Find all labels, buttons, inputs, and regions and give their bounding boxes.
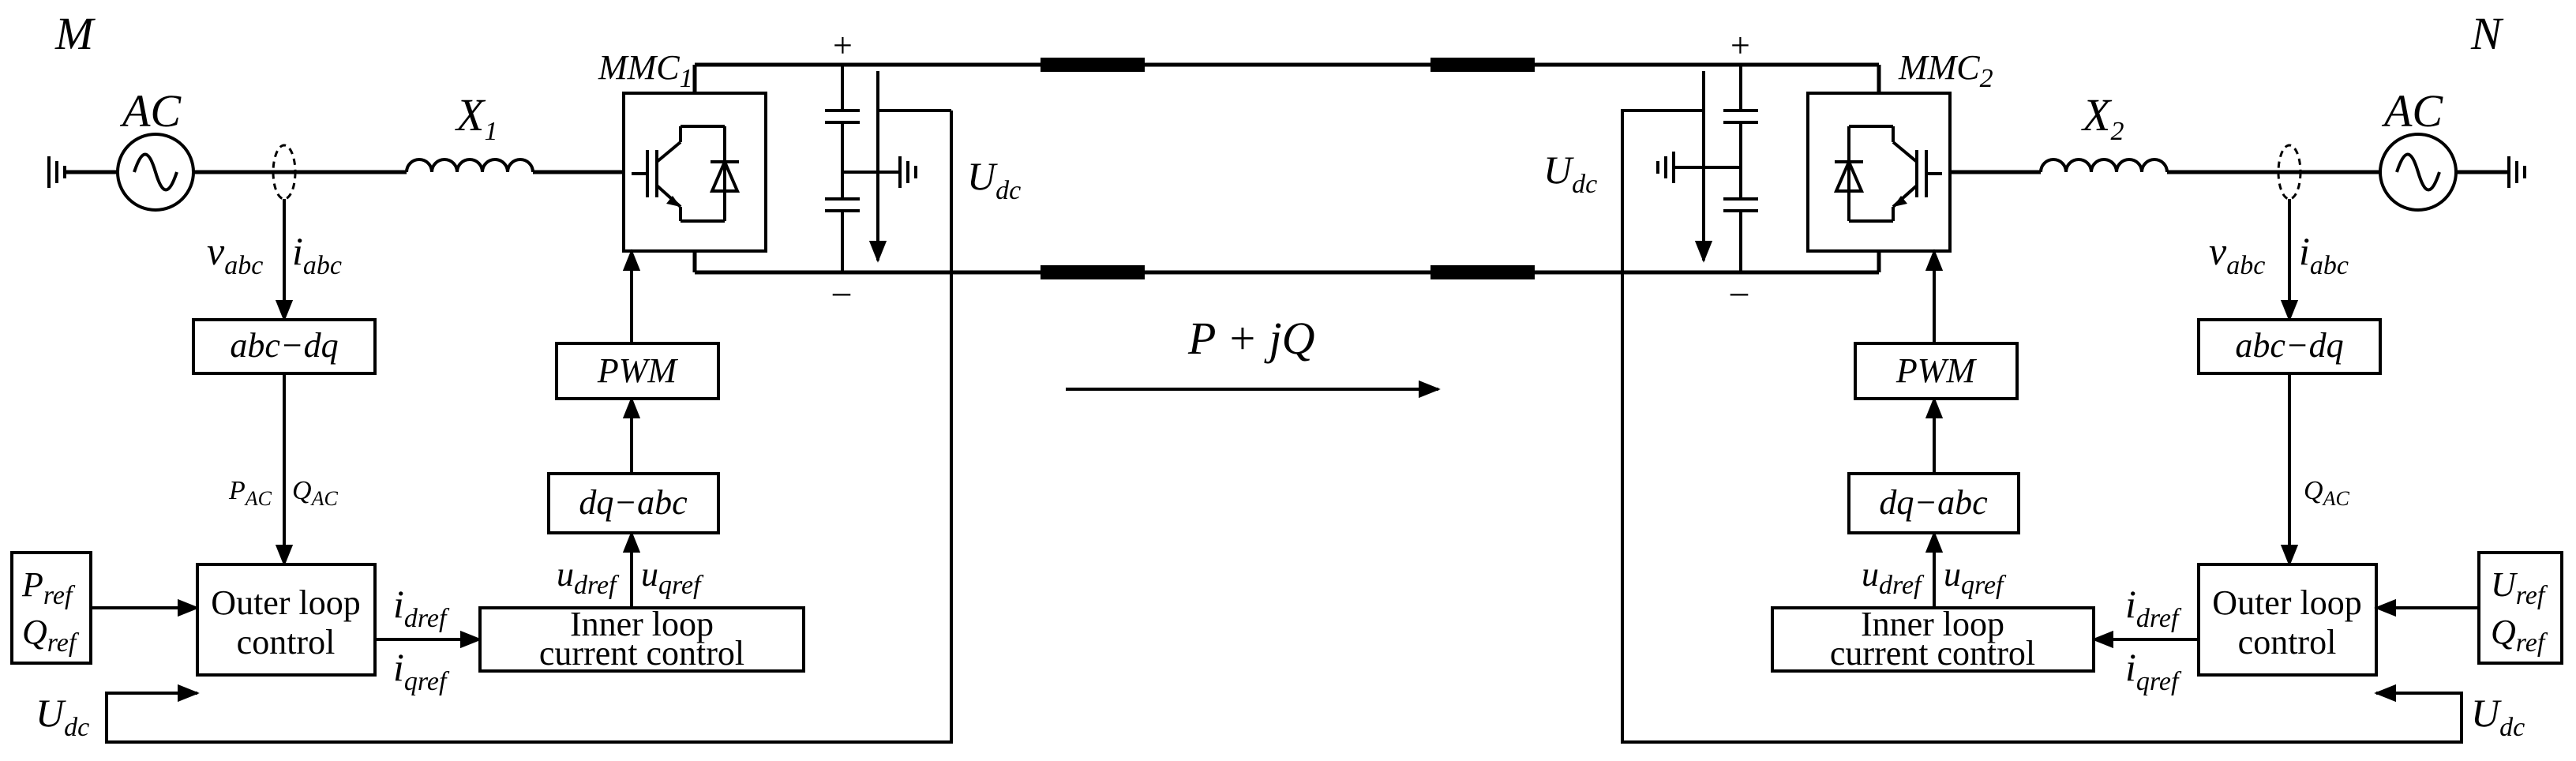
right-outer-loop-line2: control	[2238, 623, 2337, 662]
left-outer-loop-line1: Outer loop	[211, 583, 360, 622]
right-udc-label: Udc	[1543, 148, 1597, 199]
node-label-n: N	[2470, 8, 2504, 59]
left-reactor-x1	[405, 158, 534, 173]
right-u-dref-label: udref	[1862, 555, 1925, 600]
dc-line-reactor-bottom-left	[1041, 265, 1145, 279]
left-measurement-point	[272, 144, 297, 201]
left-dq-abc-text: dq−abc	[579, 483, 688, 522]
right-ac-label: AC	[2381, 85, 2443, 137]
left-u-dref-label: udref	[557, 555, 620, 600]
left-ref-block	[10, 551, 92, 665]
right-ref-block	[2477, 551, 2563, 665]
right-dc-capacitor	[1674, 65, 1758, 272]
right-dc-minus: –	[1730, 272, 1749, 311]
left-pwm-text: PWM	[597, 351, 679, 390]
right-ground-symbol	[2507, 156, 2526, 188]
left-p-ref-label: Pref	[21, 565, 76, 610]
right-pwm-block	[1854, 342, 2019, 400]
right-pwm-text: PWM	[1895, 351, 1978, 390]
right-ac-source	[2379, 133, 2458, 212]
left-abc-dq-text: abc−dq	[230, 326, 338, 365]
power-flow-label: P + jQ	[1187, 313, 1315, 364]
left-inner-loop-block	[478, 606, 805, 673]
left-ac-source	[116, 133, 195, 212]
right-reactor-x2	[2039, 158, 2169, 173]
left-mmc-converter	[622, 92, 767, 253]
left-q-ref-label: Qref	[22, 613, 80, 658]
left-dc-ground-symbol	[898, 156, 917, 188]
left-v-abc-label: vabc	[207, 229, 263, 280]
left-udc-feedback-line	[105, 111, 953, 744]
right-dq-abc-block	[1847, 472, 2020, 534]
left-outer-loop-block	[196, 563, 377, 677]
right-mmc-label: MMC2	[1898, 48, 1993, 93]
right-v-abc-label: vabc	[2209, 229, 2265, 280]
right-udc-feedback-line	[1621, 109, 2463, 744]
left-dc-capacitor	[825, 65, 900, 272]
left-q-ac-label: QAC	[292, 476, 338, 510]
left-udc-feedback-label: Udc	[36, 691, 89, 742]
right-abc-dq-block	[2197, 318, 2382, 375]
left-u-qref-label: uqref	[641, 555, 704, 600]
dc-line-reactor-top-right	[1430, 58, 1535, 72]
dc-line-reactor-top-left	[1041, 58, 1145, 72]
left-inner-loop-line1: Inner loop	[570, 605, 714, 643]
right-inner-loop-line2: current control	[1830, 634, 2035, 673]
right-u-qref-label: uqref	[1944, 555, 2007, 600]
right-abc-dq-text: abc−dq	[2235, 326, 2343, 365]
right-u-ref-label: Uref	[2491, 565, 2548, 610]
dc-line-reactor-bottom-right	[1430, 265, 1535, 279]
right-i-qref-label: iqref	[2125, 645, 2182, 696]
right-dc-ground-symbol	[1656, 152, 1675, 183]
right-measurement-point	[2277, 144, 2302, 201]
left-p-ac-label: PAC	[228, 476, 272, 510]
right-reactor-label: X2	[2081, 89, 2124, 146]
left-mmc-label: MMC1	[598, 48, 693, 93]
right-udc-feedback-label: Udc	[2471, 691, 2525, 742]
left-i-dref-label: idref	[393, 582, 450, 633]
right-q-ac-label: QAC	[2304, 476, 2349, 510]
left-abc-dq-block	[192, 318, 377, 375]
left-i-qref-label: iqref	[393, 645, 450, 696]
right-outer-loop-line1: Outer loop	[2212, 583, 2361, 622]
left-dc-minus: –	[832, 272, 851, 311]
left-i-abc-label: iabc	[292, 229, 342, 280]
right-i-abc-label: iabc	[2299, 229, 2349, 280]
right-mmc-converter	[1806, 92, 1952, 253]
left-dc-plus: +	[833, 26, 853, 65]
right-inner-loop-line1: Inner loop	[1861, 605, 2004, 643]
node-label-m: M	[54, 8, 96, 59]
right-i-dref-label: idref	[2125, 582, 2182, 633]
left-udc-label: Udc	[967, 154, 1021, 205]
right-dq-abc-text: dq−abc	[1879, 483, 1988, 522]
right-q-ref-label: Qref	[2491, 613, 2548, 658]
right-inner-loop-block	[1771, 606, 2095, 673]
left-pwm-block	[555, 342, 720, 400]
left-dq-abc-block	[547, 472, 720, 534]
left-ground-symbol	[47, 156, 66, 188]
left-inner-loop-line2: current control	[539, 634, 744, 673]
right-dc-plus: +	[1730, 26, 1750, 65]
left-outer-loop-line2: control	[237, 623, 336, 662]
left-ac-label: AC	[119, 85, 182, 137]
left-reactor-label: X1	[455, 89, 497, 146]
right-outer-loop-block	[2197, 563, 2378, 677]
